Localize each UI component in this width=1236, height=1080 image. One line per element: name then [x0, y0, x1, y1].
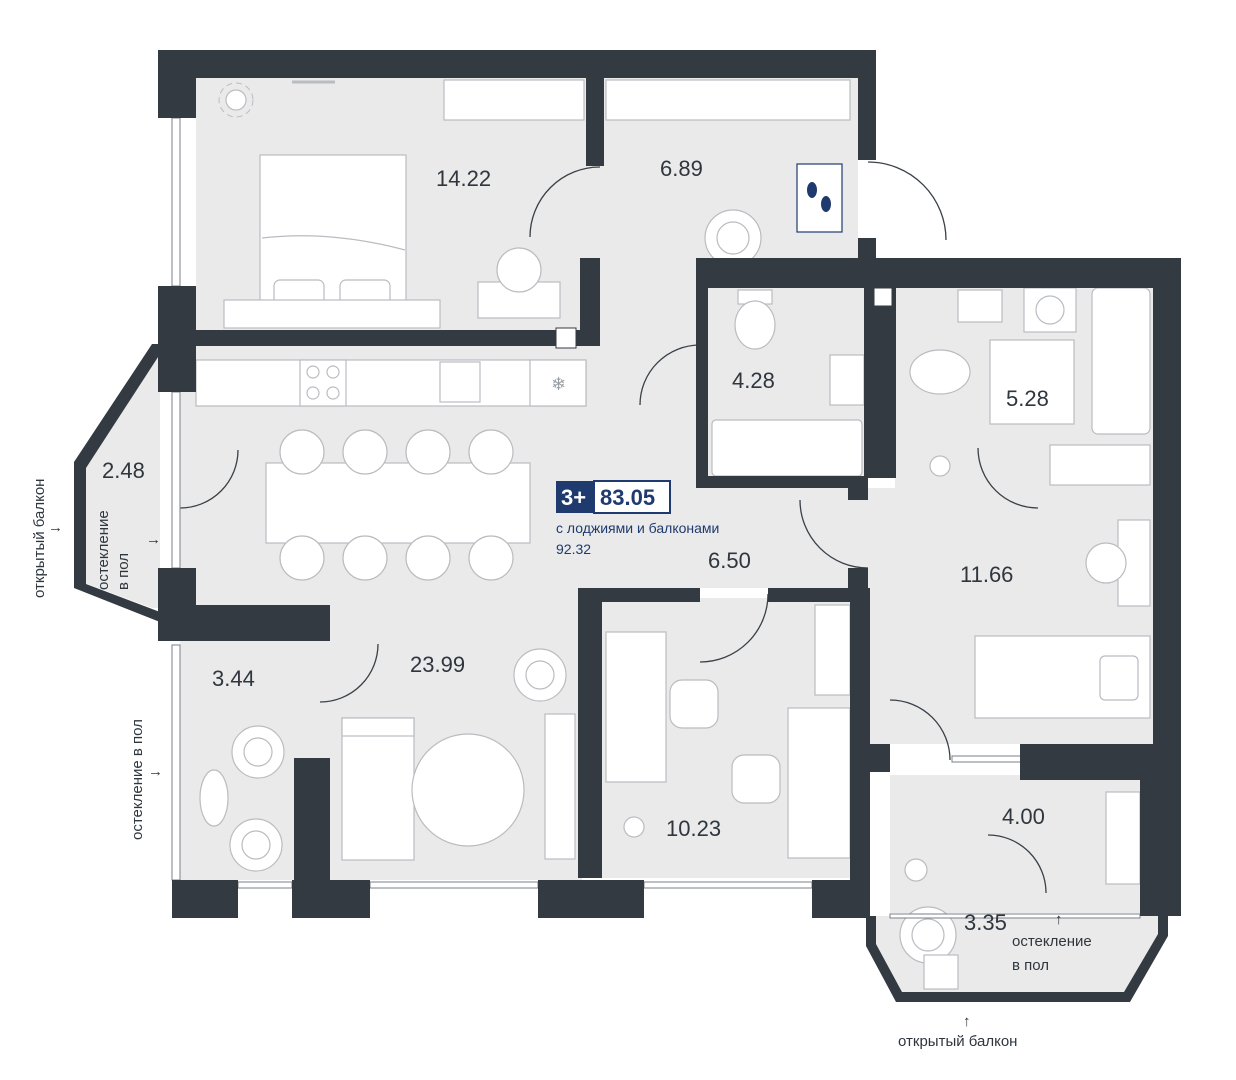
- room-area-bedroom-main: 14.22: [436, 166, 491, 191]
- room-area-living-kitchen: 23.99: [410, 652, 465, 677]
- open-balcony-bottom-label: открытый балкон: [898, 1033, 1017, 1050]
- rooms-badge: 3+: [561, 485, 586, 510]
- total-area: 83.05: [600, 485, 655, 510]
- chair-icon: [704, 209, 762, 267]
- open-balcony-left-label: открытый балкон: [31, 479, 48, 598]
- sink-icon: [957, 289, 1003, 323]
- bed-icon: [974, 635, 1151, 719]
- loggia-chairs: [199, 725, 285, 872]
- chair-icon: [669, 679, 781, 804]
- sink-icon: [439, 361, 481, 403]
- arrow-right-icon: →: [148, 763, 163, 780]
- snowflake-icon: ❄: [551, 374, 566, 395]
- annotations: открытый балкон → остекление в пол → ост…: [31, 479, 1092, 1050]
- floor-glazing-bottom-line1: остекление: [1012, 933, 1092, 950]
- doormat: [796, 163, 843, 233]
- room-area-hall: 6.89: [660, 156, 703, 181]
- furniture: ❄: [195, 79, 1151, 990]
- room-area-loggia-left: 3.44: [212, 666, 255, 691]
- sink-icon: [829, 354, 865, 406]
- walls: [74, 50, 1181, 1002]
- room-area-corridor: 6.50: [708, 548, 751, 573]
- floor-glazing-loggia-label: остекление в пол: [129, 719, 146, 840]
- sofa-icon: [341, 717, 415, 861]
- footprints-icon: [807, 182, 831, 212]
- total-area-box: [593, 480, 671, 514]
- shower: [989, 339, 1075, 425]
- room-area-study: 10.23: [666, 816, 721, 841]
- plant-icon: [929, 455, 951, 477]
- chair-icon: [513, 648, 567, 702]
- door-swings: [179, 161, 1047, 894]
- bathtub-icon: [711, 419, 863, 477]
- room-area-loggia-right: 4.00: [1002, 804, 1045, 829]
- chair-icon: [1085, 542, 1127, 584]
- shelf: [814, 604, 851, 696]
- wardrobe-hall: [605, 79, 851, 121]
- dining-table: [265, 462, 531, 544]
- arrow-up-icon: ↑: [1055, 911, 1063, 928]
- bathtub-icon: [1091, 287, 1151, 435]
- rooms-badge-box: [556, 481, 594, 513]
- arrow-right-icon: →: [146, 531, 161, 548]
- washer-icon: [1023, 287, 1077, 333]
- summary-badge: 3+ 83.05 с лоджиями и балконами 92.32: [556, 480, 719, 557]
- with-balconies-area: 92.32: [556, 541, 591, 557]
- room-area-balcony-left: 2.48: [102, 458, 145, 483]
- floor-glazing-left-line2: в пол: [115, 553, 132, 590]
- plant-icon: [904, 858, 928, 882]
- floor-glazing-left-line1: остекление: [95, 510, 112, 590]
- room-labels: 14.22 6.89 4.28 5.28 2.48 6.50 11.66 3.4…: [102, 156, 1049, 935]
- kitchen-counter: [195, 359, 587, 407]
- desk-icon: [787, 707, 851, 859]
- toilet-icon: [734, 289, 776, 350]
- bed-icon: [223, 154, 441, 329]
- cabinet: [1105, 791, 1141, 885]
- fridge: [529, 359, 587, 407]
- wardrobe: [443, 79, 585, 121]
- vanity: [1049, 444, 1151, 486]
- arrow-right-icon: →: [48, 519, 63, 536]
- chair-icon: [899, 906, 959, 990]
- room-area-wc: 4.28: [732, 368, 775, 393]
- room-area-bathroom: 5.28: [1006, 386, 1049, 411]
- stove-icon: [299, 359, 347, 407]
- floor-glazing-bottom-line2: в пол: [1012, 957, 1049, 974]
- round-table-icon: [411, 733, 525, 847]
- plant-icon: [218, 82, 254, 118]
- desk-icon: [605, 631, 667, 783]
- chair-icon: [496, 247, 542, 293]
- tv-stand: [544, 713, 576, 860]
- arrow-up-icon: ↑: [963, 1013, 971, 1030]
- plant-icon: [623, 816, 645, 838]
- with-balconies-label: с лоджиями и балконами: [556, 520, 719, 536]
- toilet-icon: [909, 349, 971, 395]
- room-area-balcony-bottom: 3.35: [964, 910, 1007, 935]
- dining-chairs: [279, 429, 514, 581]
- room-area-bedroom-2: 11.66: [960, 562, 1013, 587]
